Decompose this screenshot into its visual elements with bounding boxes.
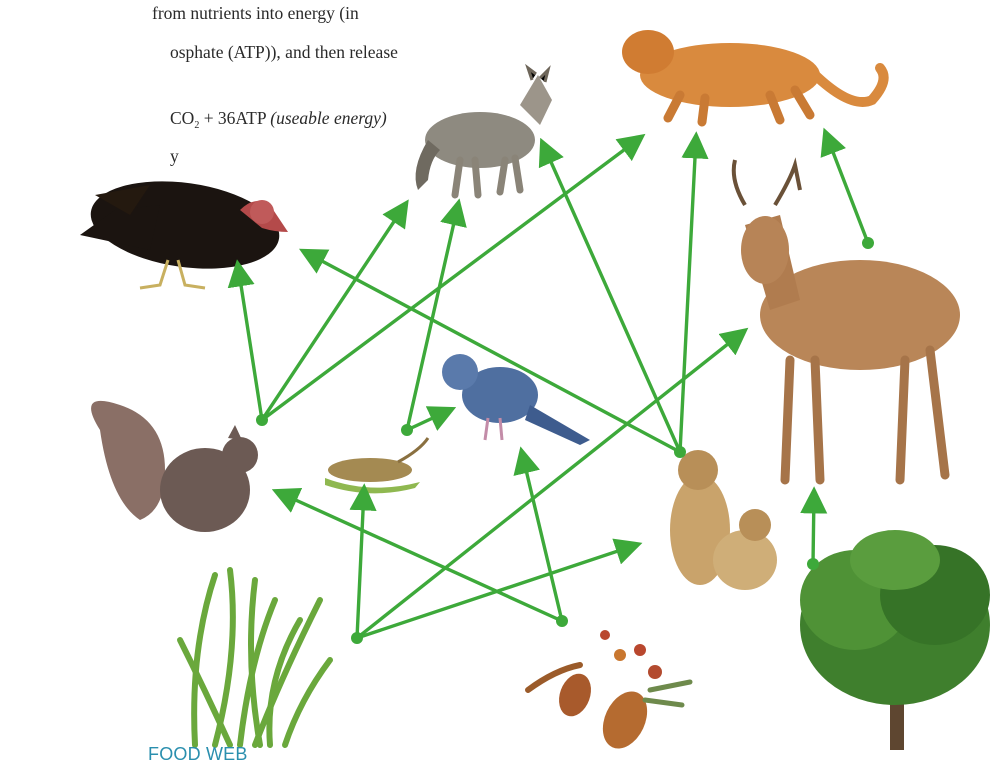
link-grasshopper-jay [407, 410, 450, 430]
prairie-dog-icon [670, 450, 777, 590]
dot-grass [351, 632, 363, 644]
dot-shrub [807, 558, 819, 570]
link-prairie-cougar [680, 138, 696, 452]
grasshopper-icon [325, 438, 428, 493]
dot-grasshopper [401, 424, 413, 436]
dot-squirrel [256, 414, 268, 426]
dot-seeds [556, 615, 568, 627]
vulture-icon [80, 170, 288, 288]
link-squirrel-coyote [262, 205, 405, 420]
coyote-icon [416, 68, 552, 195]
jay-icon [442, 354, 590, 445]
link-grasshopper-coyote [407, 205, 458, 430]
link-grass-grasshopper [357, 490, 364, 638]
dot-deer [862, 237, 874, 249]
link-squirrel-vulture [238, 266, 262, 420]
link-deer-cougar [826, 134, 868, 243]
seeds-icon [528, 630, 690, 756]
link-prairie-coyote [543, 144, 680, 452]
squirrel-icon [91, 401, 258, 532]
shrub-icon [800, 530, 990, 750]
link-shrub-deer [813, 493, 814, 564]
diagram-caption: FOOD WEB [148, 744, 248, 765]
cougar-icon [622, 30, 884, 122]
dot-prairie-dogs [674, 446, 686, 458]
deer-icon [734, 160, 960, 480]
grass-icon [180, 570, 330, 745]
